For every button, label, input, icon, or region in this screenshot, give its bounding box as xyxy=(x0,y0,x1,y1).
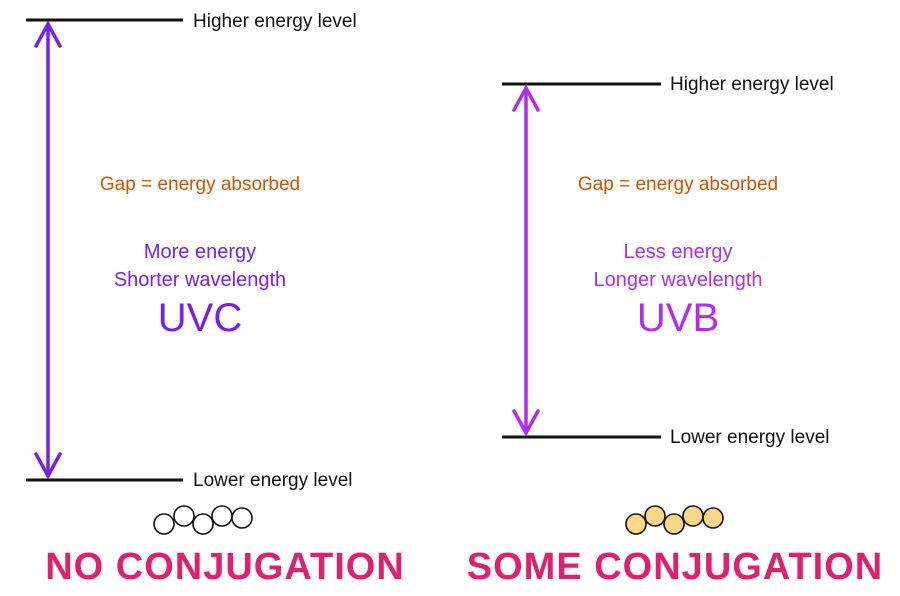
left-panel: Higher energy level Lower energy level G… xyxy=(26,11,405,588)
right-energy-gap-arrow xyxy=(512,84,540,437)
unconjugated-molecule-icon xyxy=(153,505,253,535)
right-lower-level-label: Lower energy level xyxy=(670,427,830,448)
left-energy-gap-arrow xyxy=(34,20,62,480)
right-wavelength-label: Longer wavelength xyxy=(593,269,763,291)
right-diagram xyxy=(502,82,724,535)
left-wavelength-label: Shorter wavelength xyxy=(113,269,287,291)
right-higher-level-label: Higher energy level xyxy=(670,74,834,95)
right-energy-label: Less energy xyxy=(623,241,733,263)
right-uv-band-label: UVB xyxy=(636,296,720,340)
left-energy-label: More energy xyxy=(143,241,257,263)
left-diagram xyxy=(26,18,253,535)
right-conjugation-label: SOME CONJUGATION xyxy=(466,546,884,588)
right-panel: Higher energy level Lower energy level G… xyxy=(450,0,900,596)
conjugated-molecule-icon xyxy=(625,505,724,535)
left-gap-label: Gap = energy absorbed xyxy=(99,174,301,195)
left-conjugation-label: NO CONJUGATION xyxy=(45,546,405,588)
left-uv-band-label: UVC xyxy=(157,296,243,340)
right-gap-label: Gap = energy absorbed xyxy=(577,174,779,195)
left-lower-level-label: Lower energy level xyxy=(193,470,353,491)
left-higher-level-label: Higher energy level xyxy=(193,11,357,32)
